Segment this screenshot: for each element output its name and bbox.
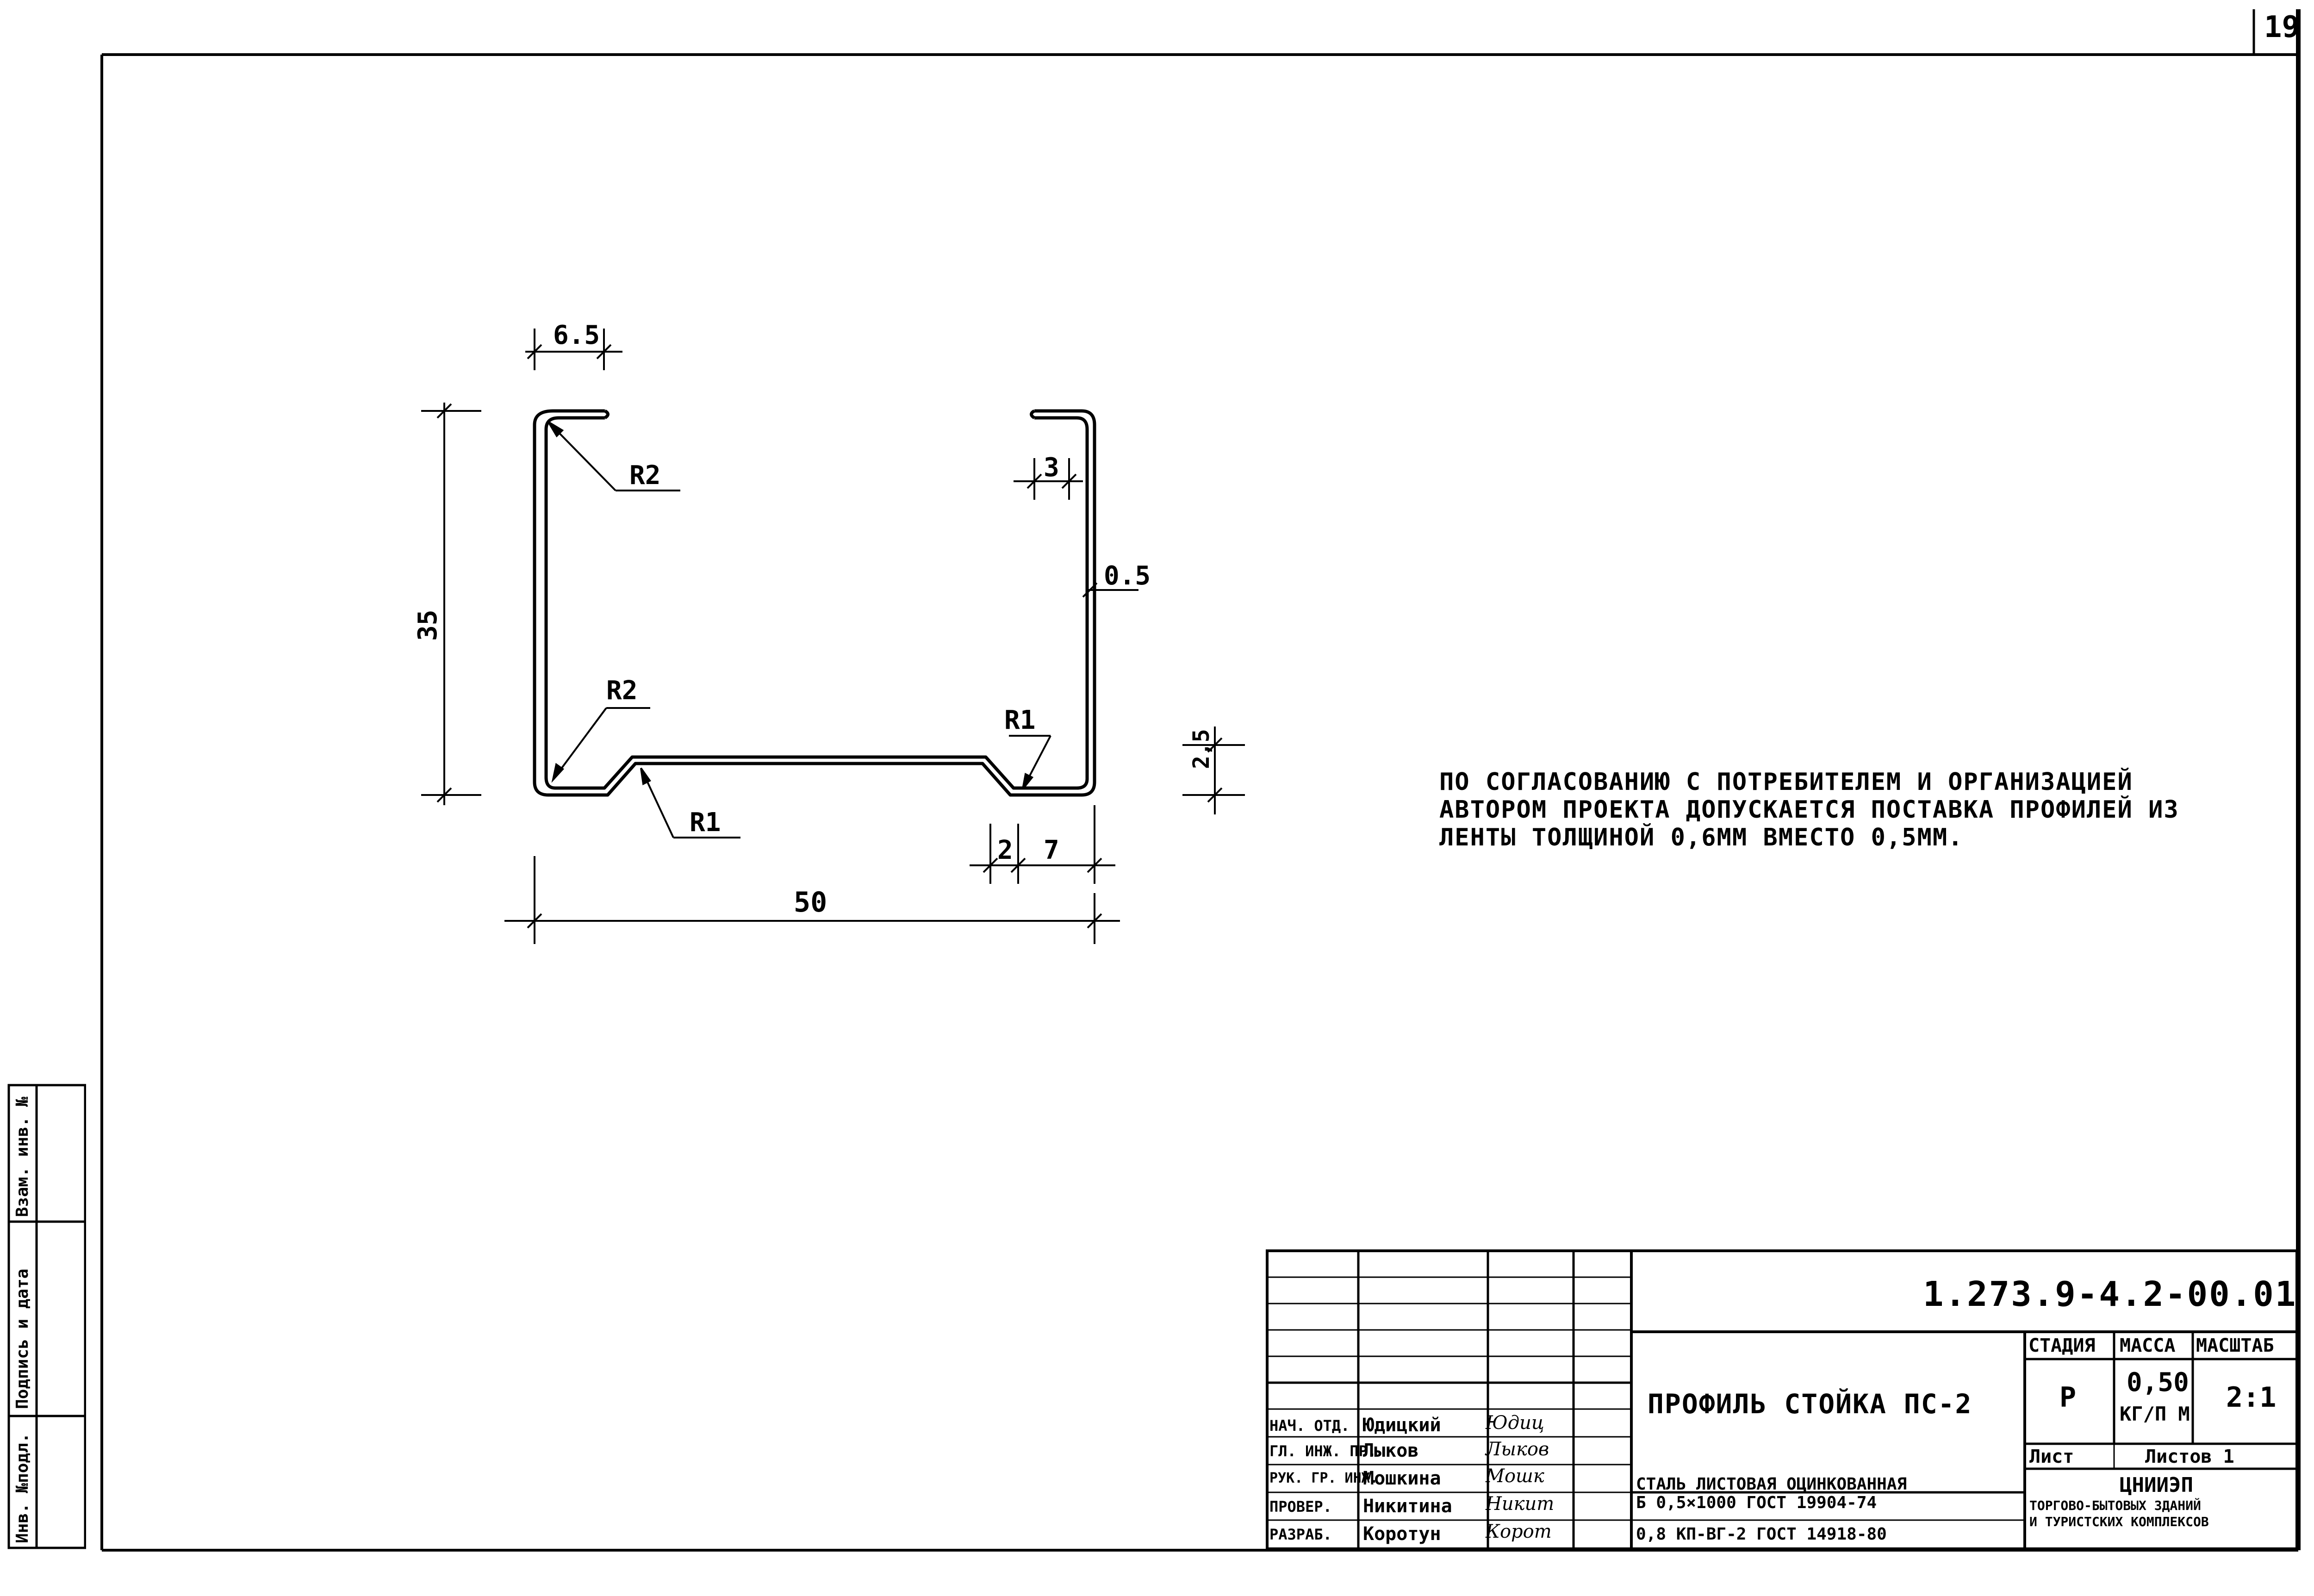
role-label: Разраб. <box>1269 1526 1332 1543</box>
dim-thickness: 0.5 <box>1104 561 1151 591</box>
title-block-grid <box>1266 1249 2298 1550</box>
dim-overall-width: 50 <box>794 886 827 919</box>
dim-notch-radius-right: R1 <box>1004 705 1036 735</box>
material-line-1: Сталь листовая оцинкованная <box>1636 1475 1907 1494</box>
supply-note: По согласованию с потребителем и организ… <box>1439 768 2179 851</box>
org-line-3: и туристских комплексов <box>2029 1514 2209 1529</box>
material-line-3: 0,8 КП-ВГ-2 ГОСТ 14918-80 <box>1636 1525 1887 1544</box>
drawing-title: Профиль стойка ПС-2 <box>1648 1388 1972 1420</box>
stamp-vzam-inv: Взам. инв. № <box>13 1096 32 1217</box>
dim-notch-width: 7 <box>1044 835 1059 865</box>
dim-notch-depth: 2,5 <box>1188 729 1214 769</box>
profile-section <box>533 409 1096 797</box>
dim-lip-width: 6.5 <box>553 320 600 350</box>
scale-value: 2:1 <box>2226 1381 2277 1414</box>
page-number: 19 <box>2264 10 2300 44</box>
role-signature: Корот <box>1486 1521 1552 1542</box>
role-name: Коротун <box>1363 1523 1441 1545</box>
role-signature: Никит <box>1486 1493 1555 1515</box>
role-label: Провер. <box>1269 1498 1332 1515</box>
stamp-signature-date: Подпись и дата <box>13 1268 32 1409</box>
sheets-label: Листов 1 <box>2145 1446 2234 1467</box>
dimension-lines <box>421 329 1245 944</box>
dim-lower-left-radius: R2 <box>606 676 638 706</box>
mass-value: 0,50 <box>2127 1367 2189 1397</box>
mass-header: Масса <box>2120 1335 2176 1356</box>
dim-height: 35 <box>413 609 443 641</box>
role-name: Юдицкий <box>1363 1415 1441 1436</box>
stage-header: Стадия <box>2028 1335 2096 1356</box>
role-signature: Мошк <box>1486 1466 1544 1487</box>
role-signature: Юдиц <box>1486 1412 1544 1434</box>
role-signature: Лыков <box>1486 1439 1549 1460</box>
scale-header: Масштаб <box>2196 1335 2274 1356</box>
doc-code: 1.273.9-4.2-00.01 <box>1923 1274 2297 1314</box>
side-stamp: Инв. №подл. Подпись и дата Взам. инв. № <box>6 1083 86 1550</box>
sheet-label: Лист <box>2029 1446 2074 1467</box>
material-line-2: Б 0,5×1000 ГОСТ 19904-74 <box>1636 1493 1877 1512</box>
role-name: Мошкина <box>1363 1468 1441 1489</box>
dim-top-radius: R2 <box>629 460 661 491</box>
stamp-inv-podl: Инв. №подл. <box>13 1433 32 1543</box>
role-label: Нач. отд. <box>1269 1417 1350 1435</box>
sheet-frame <box>100 9 2301 1552</box>
role-label: Гл. инж. пр. <box>1269 1442 1377 1460</box>
side-stamp-lines <box>7 1084 86 1549</box>
org-name: ЦНИИЭП <box>2120 1473 2193 1497</box>
org-line-2: торгово-бытовых зданий <box>2029 1498 2201 1513</box>
stage-value: Р <box>2059 1381 2077 1414</box>
dim-notch-radius-left: R1 <box>690 807 721 838</box>
role-label: Рук. гр. инж. <box>1269 1470 1378 1486</box>
mass-unit: кг/п м <box>2120 1403 2190 1425</box>
title-block: 1.273.9-4.2-00.01 Профиль стойка ПС-2 Ст… <box>1266 1249 2298 1550</box>
dim-return-width: 3 <box>1044 453 1059 483</box>
role-name: Никитина <box>1363 1496 1452 1517</box>
role-name: Лыков <box>1363 1440 1419 1461</box>
dim-notch-offset: 2 <box>997 835 1013 865</box>
